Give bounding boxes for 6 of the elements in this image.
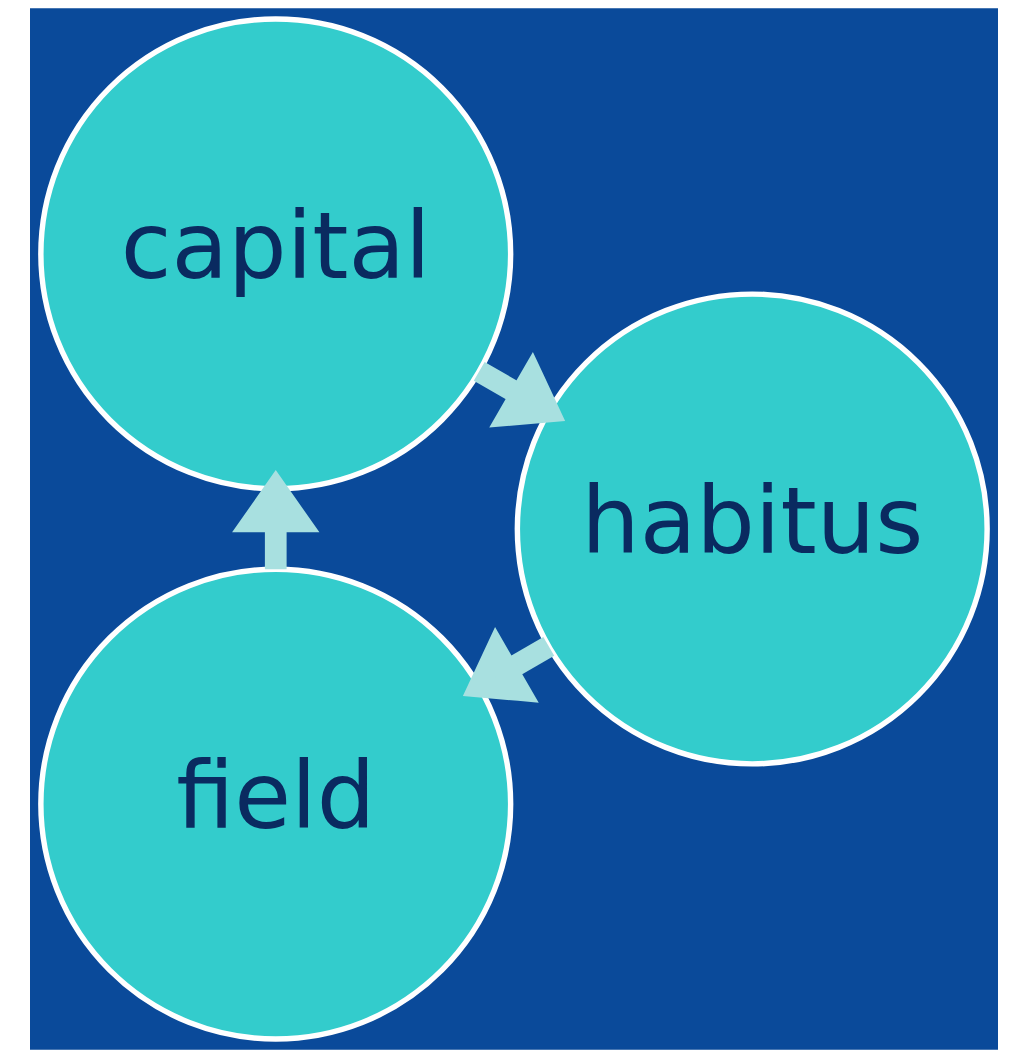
node-circle: habitus [514,291,990,767]
arrow [462,627,555,703]
node-circle: field [38,566,514,1042]
node-circle: capital [38,16,514,492]
arrow [232,469,320,570]
arrow [473,351,566,428]
